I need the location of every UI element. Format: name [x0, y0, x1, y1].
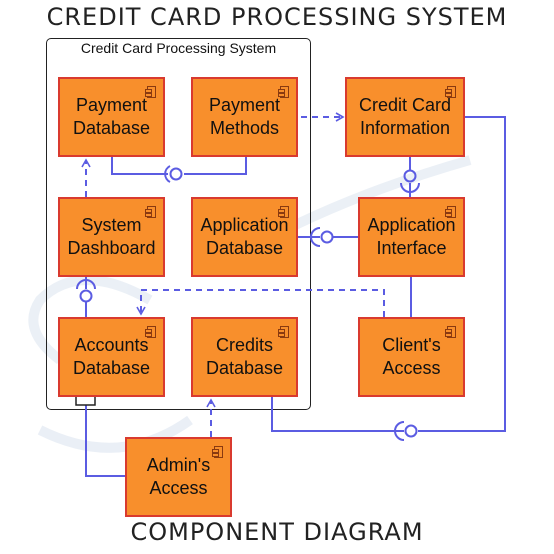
component-label: Payment Database [72, 95, 151, 138]
component-credit-card-information[interactable]: Credit Card Information [345, 77, 465, 157]
component-accounts-database[interactable]: Accounts Database [58, 317, 165, 397]
component-icon [145, 86, 156, 98]
link-clients-to-accounts [136, 289, 385, 317]
component-application-interface[interactable]: Application Interface [358, 197, 465, 277]
component-label: Payment Methods [208, 95, 281, 138]
component-label: System Dashboard [67, 215, 156, 258]
component-icon [212, 446, 223, 458]
component-system-dashboard[interactable]: System Dashboard [58, 197, 165, 277]
component-icon [278, 206, 289, 218]
component-admins-access[interactable]: Admin's Access [125, 437, 232, 517]
component-payment-database[interactable]: Payment Database [58, 77, 165, 157]
component-icon [145, 326, 156, 338]
component-clients-access[interactable]: Client's Access [358, 317, 465, 397]
component-icon [445, 86, 456, 98]
link-admin-accounts [85, 405, 125, 477]
component-label: Application Interface [367, 215, 456, 258]
system-boundary-label: Credit Card Processing System [80, 40, 277, 56]
component-icon [145, 206, 156, 218]
component-label: Accounts Database [72, 335, 151, 378]
diagram-title: CREDIT CARD PROCESSING SYSTEM [46, 3, 508, 31]
component-label: Admin's Access [146, 455, 211, 498]
component-icon [278, 86, 289, 98]
component-label: Credit Card Information [358, 95, 452, 138]
component-icon [445, 326, 456, 338]
system-boundary: Credit Card Processing System [46, 38, 311, 410]
link-cardinfo-credits [418, 116, 506, 432]
component-icon [278, 326, 289, 338]
component-label: Credits Database [205, 335, 284, 378]
link-paydb-methods [111, 157, 168, 175]
component-application-database[interactable]: Application Database [191, 197, 298, 277]
component-payment-methods[interactable]: Payment Methods [191, 77, 298, 157]
component-label: Client's Access [382, 335, 441, 378]
component-icon [445, 206, 456, 218]
component-label: Application Database [200, 215, 289, 258]
component-credits-database[interactable]: Credits Database [191, 317, 298, 397]
diagram-footer-title: COMPONENT DIAGRAM [130, 518, 424, 546]
